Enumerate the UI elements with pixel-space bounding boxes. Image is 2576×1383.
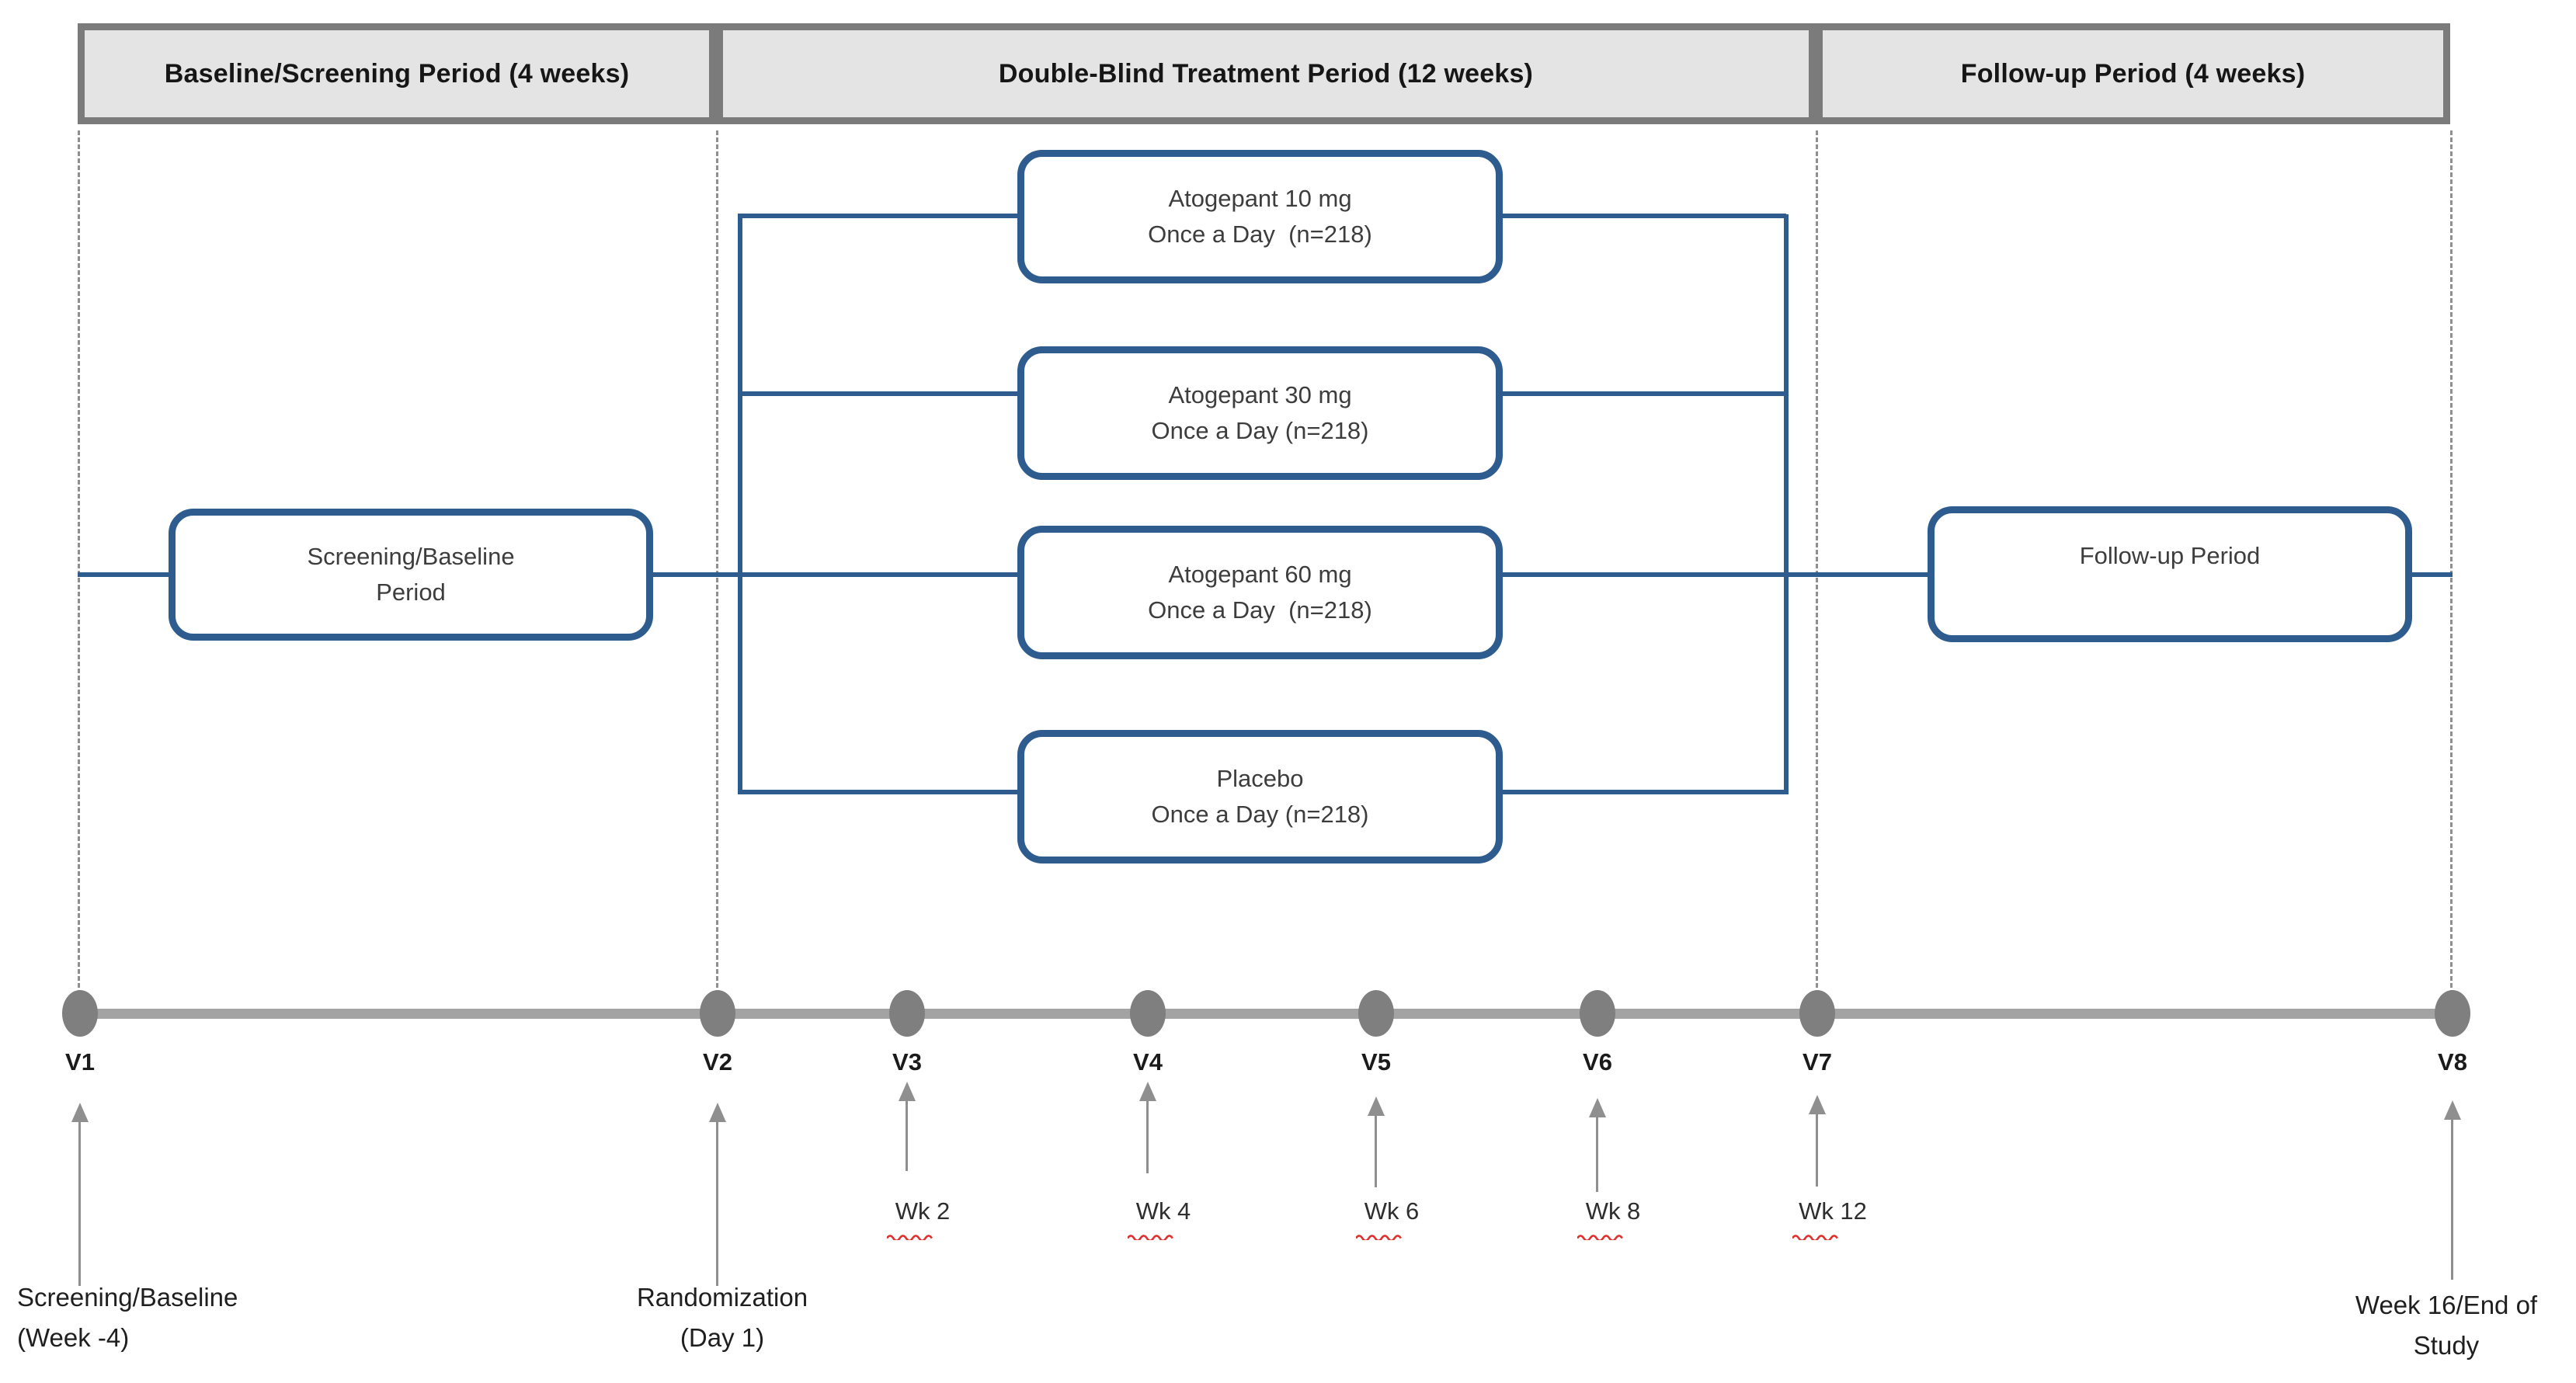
arrow-v7 — [1809, 1095, 1826, 1187]
week-label-wk2: Wk 2 — [895, 1197, 951, 1225]
arrow-v2 — [709, 1103, 726, 1286]
spellcheck-squiggle-wk8 — [1577, 1235, 1623, 1240]
arm10-line2: Once a Day (n=218) — [1148, 221, 1372, 248]
merge-line-arm30 — [1500, 391, 1786, 396]
visit-label-v5: V5 — [1361, 1048, 1391, 1075]
arm-box-atogepant-10mg: Atogepant 10 mg Once a Day (n=218) — [1017, 150, 1503, 283]
visit-label-v6: V6 — [1583, 1048, 1612, 1075]
timeline-dot-v2 — [700, 990, 735, 1037]
timeline-dot-v4 — [1130, 990, 1166, 1037]
dashed-line-v8 — [2450, 130, 2453, 1002]
arm60-line2: Once a Day (n=218) — [1148, 596, 1372, 624]
period-header-treatment: Double-Blind Treatment Period (12 weeks) — [716, 23, 1816, 124]
timeline-bar — [74, 1009, 2460, 1019]
arrow-v6 — [1589, 1098, 1606, 1192]
branch-line-arm10 — [738, 214, 1020, 218]
spellcheck-squiggle-wk4 — [1128, 1235, 1173, 1240]
placebo-line1: Placebo — [1216, 765, 1304, 792]
visit-label-v1: V1 — [65, 1048, 95, 1075]
visit-label-v7: V7 — [1803, 1048, 1832, 1075]
arrow-v8 — [2444, 1100, 2461, 1280]
arrow-v5 — [1368, 1096, 1385, 1187]
annotation-end-of-study: Week 16/End of Study — [2318, 1285, 2574, 1366]
period-header-baseline: Baseline/Screening Period (4 weeks) — [78, 23, 716, 124]
annotation-randomization-line2: (Day 1) — [680, 1323, 765, 1352]
period-header-followup-label: Follow-up Period (4 weeks) — [1960, 58, 2306, 89]
visit-label-v3: V3 — [892, 1048, 922, 1075]
annotation-randomization: Randomization (Day 1) — [598, 1277, 846, 1358]
annotation-screening-line1: Screening/Baseline — [17, 1283, 238, 1312]
branch-line-placebo — [738, 790, 1020, 794]
branch-line-arm30 — [738, 391, 1020, 396]
merge-line-arm10 — [1500, 214, 1786, 218]
annotation-randomization-line1: Randomization — [636, 1283, 808, 1312]
timeline-dot-v5 — [1358, 990, 1394, 1037]
spellcheck-squiggle-wk12 — [1792, 1235, 1838, 1240]
branch-line-arm60 — [738, 572, 1020, 577]
screening-box-line1: Screening/Baseline — [307, 543, 515, 570]
connector-screening-to-fan — [653, 572, 740, 577]
visit-label-v8: V8 — [2438, 1048, 2467, 1075]
annotation-end-line1: Week 16/End of — [2355, 1291, 2538, 1319]
arm-box-placebo: Placebo Once a Day (n=218) — [1017, 730, 1503, 864]
week-label-wk12: Wk 12 — [1799, 1197, 1867, 1225]
spellcheck-squiggle-wk2 — [887, 1235, 933, 1240]
period-header-treatment-label: Double-Blind Treatment Period (12 weeks) — [998, 58, 1534, 89]
collector-vertical-line — [1784, 214, 1789, 794]
period-header-baseline-label: Baseline/Screening Period (4 weeks) — [164, 58, 630, 89]
arm30-line1: Atogepant 30 mg — [1168, 381, 1352, 408]
arm-box-atogepant-60mg: Atogepant 60 mg Once a Day (n=218) — [1017, 526, 1503, 659]
dashed-line-v2 — [716, 130, 718, 1002]
followup-period-box: Follow-up Period — [1928, 506, 2412, 642]
timeline-dot-v1 — [62, 990, 98, 1037]
visit-label-v4: V4 — [1133, 1048, 1163, 1075]
timeline-dot-v7 — [1799, 990, 1835, 1037]
annotation-screening-baseline: Screening/Baseline (Week -4) — [17, 1277, 343, 1358]
dashed-line-v1 — [78, 130, 80, 1002]
week-label-wk6: Wk 6 — [1364, 1197, 1420, 1225]
merge-line-placebo — [1500, 790, 1786, 794]
annotation-screening-line2: (Week -4) — [17, 1323, 130, 1352]
placebo-line2: Once a Day (n=218) — [1151, 801, 1369, 828]
timeline-dot-v6 — [1580, 990, 1615, 1037]
visit-label-v2: V2 — [703, 1048, 732, 1075]
screening-box-line2: Period — [376, 579, 446, 606]
arm-box-atogepant-30mg: Atogepant 30 mg Once a Day (n=218) — [1017, 346, 1503, 480]
followup-box-label: Follow-up Period — [2079, 541, 2261, 569]
arrow-v1 — [71, 1103, 89, 1286]
week-label-wk4: Wk 4 — [1135, 1197, 1191, 1225]
arrow-v3 — [899, 1082, 916, 1171]
timeline-dot-v8 — [2435, 990, 2470, 1037]
merge-line-arm60 — [1500, 572, 1786, 577]
arrow-v4 — [1139, 1082, 1156, 1173]
arm30-line2: Once a Day (n=218) — [1151, 417, 1369, 444]
connector-v1-to-screening-box — [78, 572, 169, 577]
dashed-line-v7 — [1816, 130, 1818, 1002]
fan-vertical-line — [738, 214, 742, 794]
period-header-followup: Follow-up Period (4 weeks) — [1816, 23, 2450, 124]
timeline-dot-v3 — [889, 990, 925, 1037]
spellcheck-squiggle-wk6 — [1356, 1235, 1402, 1240]
week-label-wk8: Wk 8 — [1585, 1197, 1641, 1225]
screening-period-box: Screening/Baseline Period — [169, 509, 653, 641]
arm10-line1: Atogepant 10 mg — [1168, 185, 1352, 212]
arm60-line1: Atogepant 60 mg — [1168, 561, 1352, 588]
connector-followup-to-v8 — [2410, 572, 2453, 577]
annotation-end-line2: Study — [2413, 1331, 2480, 1360]
connector-collector-to-followup — [1784, 572, 1930, 577]
